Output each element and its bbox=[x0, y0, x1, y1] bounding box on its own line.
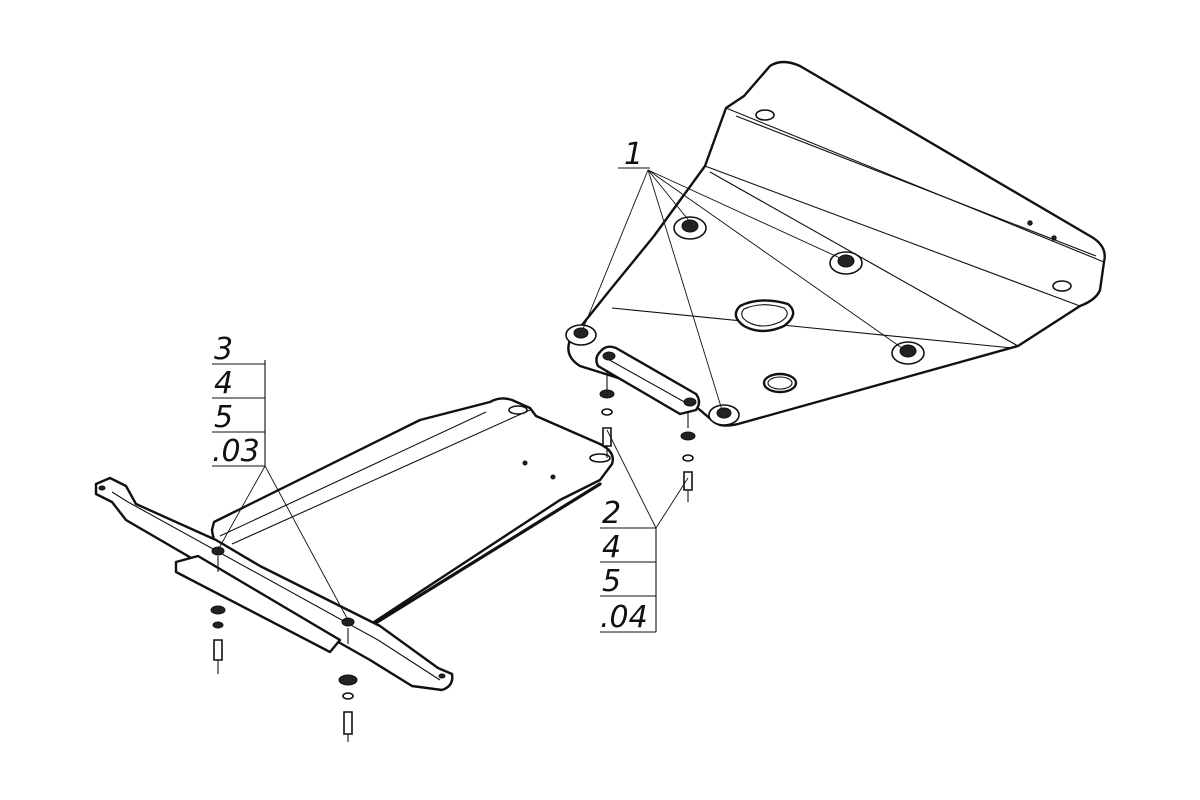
callout-front-label-2: 4 bbox=[214, 366, 233, 401]
pin-hole-b bbox=[1051, 235, 1057, 241]
washer-icon bbox=[210, 605, 226, 615]
secondary-plate-rear-edge bbox=[372, 482, 602, 626]
lock-washer-icon bbox=[682, 454, 694, 462]
bolt-icon bbox=[602, 427, 612, 447]
washer-icon bbox=[680, 431, 696, 441]
front-right-slot-hole bbox=[1052, 280, 1072, 292]
callout-front-label-1: 3 bbox=[214, 332, 233, 367]
callout-1-leaders bbox=[582, 167, 903, 411]
nut-icon bbox=[211, 546, 225, 556]
main-plate-bend-line-1 bbox=[704, 165, 1081, 307]
main-plate-bend-line-2 bbox=[735, 115, 1097, 257]
lock-washer-icon bbox=[212, 621, 224, 629]
nut-insert-4 bbox=[565, 324, 597, 346]
main-plate-rear-bracket bbox=[595, 345, 701, 416]
callout-rear-label-3: 5 bbox=[602, 564, 621, 599]
pin-hole-a bbox=[1027, 220, 1033, 226]
oval-inspection-hole-inner bbox=[741, 304, 788, 327]
callout-front-label-3: 5 bbox=[214, 400, 233, 435]
callout-rear-label-2: 4 bbox=[602, 530, 621, 565]
lock-washer-icon bbox=[601, 408, 613, 416]
fastener-stack-rear-right bbox=[680, 412, 696, 502]
secondary-plate-bend-line-2 bbox=[231, 409, 531, 545]
secondary-plate-bend-line-1 bbox=[219, 411, 487, 537]
main-skid-plate bbox=[565, 60, 1106, 427]
secondary-skid-plate bbox=[210, 397, 614, 630]
main-plate-bend-line-3 bbox=[709, 171, 1019, 347]
washer-icon bbox=[599, 389, 615, 399]
callout-rear-label-1: 2 bbox=[602, 496, 621, 531]
bolt-icon bbox=[343, 711, 353, 735]
bolt-icon bbox=[683, 471, 693, 491]
callout-rear-label-4: .04 bbox=[600, 600, 648, 635]
nut-insert-3 bbox=[891, 341, 925, 365]
nut-icon bbox=[341, 617, 355, 627]
secondary-pin-hole-b bbox=[550, 474, 556, 480]
secondary-slot-rear bbox=[589, 453, 611, 463]
crossmember-bracket bbox=[94, 476, 454, 692]
fastener-stack-front-right bbox=[338, 617, 358, 742]
callout-rear-leaders bbox=[600, 429, 689, 633]
main-plate-front-bend bbox=[725, 107, 1105, 263]
bolt-icon bbox=[213, 639, 223, 661]
crossmember-flange bbox=[174, 554, 342, 654]
fastener-stack-rear-left bbox=[599, 372, 615, 458]
nut-insert-1 bbox=[673, 216, 707, 240]
callout-front-label-4: .03 bbox=[212, 434, 260, 469]
lock-washer-icon bbox=[342, 692, 354, 700]
callout-front-leaders bbox=[212, 360, 349, 621]
fastener-stack-front-left bbox=[210, 546, 226, 674]
main-plate-bend-line-4 bbox=[611, 307, 1013, 349]
secondary-slot-front bbox=[508, 405, 528, 415]
drain-hole-inner bbox=[767, 376, 793, 390]
secondary-pin-hole-a bbox=[522, 460, 528, 466]
nut-insert-5 bbox=[708, 404, 740, 426]
callout-label-1: 1 bbox=[624, 137, 643, 172]
washer-icon bbox=[338, 674, 358, 686]
front-slot-hole bbox=[755, 109, 775, 121]
